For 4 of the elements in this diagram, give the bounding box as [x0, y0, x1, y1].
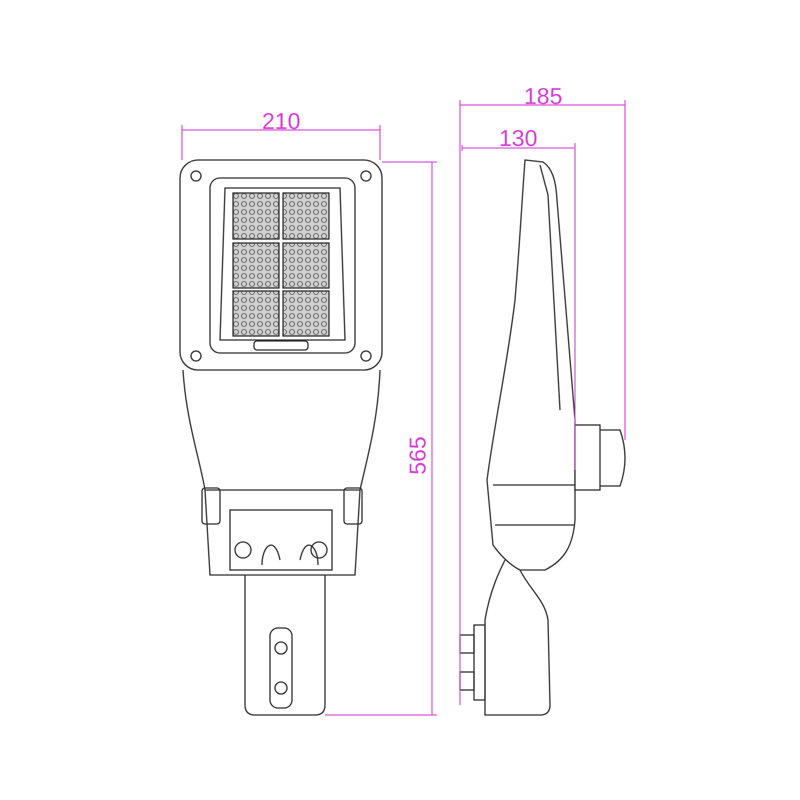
dimension-label: 185 [524, 84, 562, 108]
dimension-label: 210 [262, 110, 300, 132]
dimension-label: 565 [406, 436, 430, 474]
dimension-label: 130 [499, 126, 538, 150]
